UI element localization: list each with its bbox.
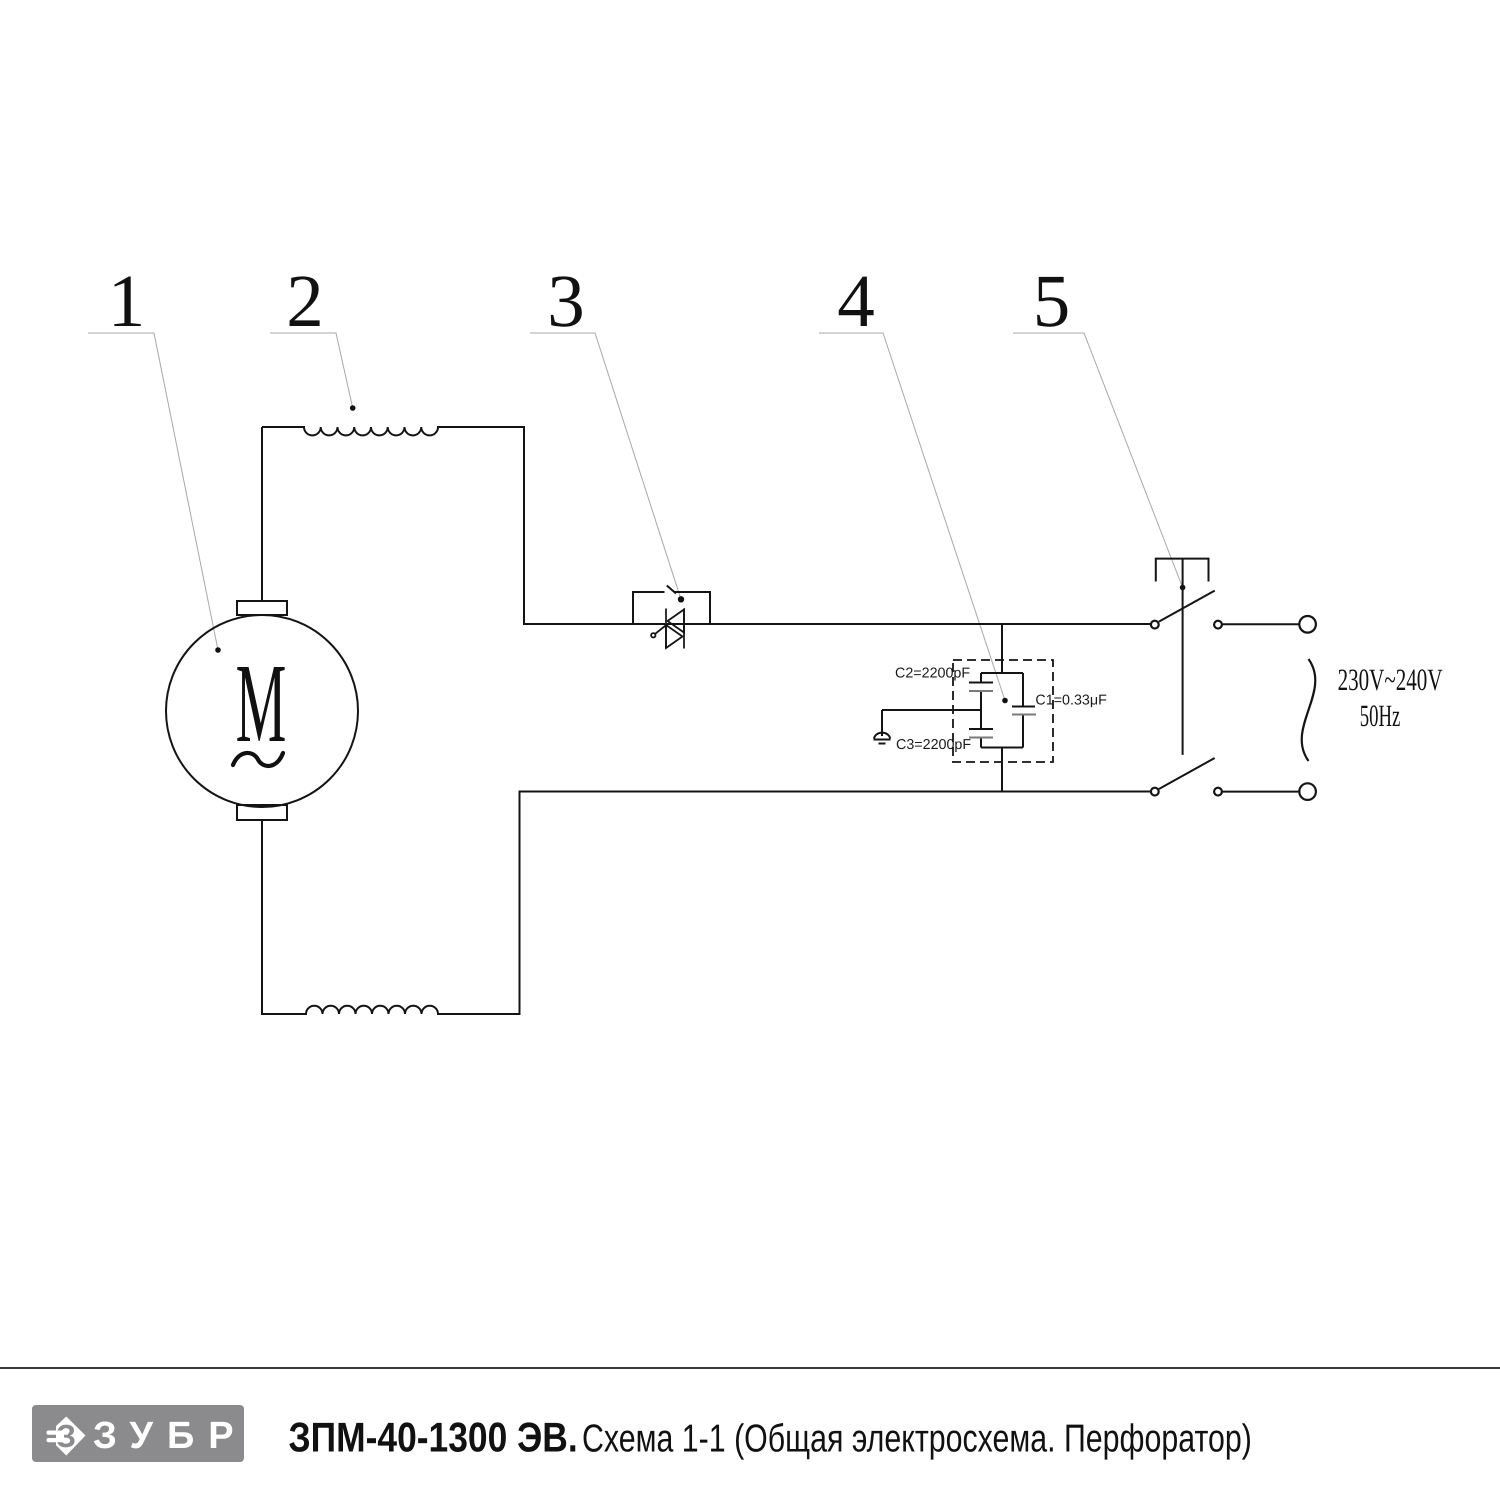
svg-text:50Hz: 50Hz	[1360, 698, 1401, 733]
svg-text:З: З	[56, 1418, 76, 1454]
svg-text:C3=2200pF: C3=2200pF	[896, 737, 971, 753]
svg-text:C1=0.33μF: C1=0.33μF	[1035, 692, 1107, 708]
svg-text:2: 2	[286, 260, 324, 343]
svg-text:230V~240V: 230V~240V	[1338, 662, 1443, 697]
svg-text:1: 1	[108, 260, 146, 343]
svg-text:3: 3	[547, 260, 585, 343]
svg-text:M: M	[236, 641, 287, 766]
svg-text:ЗУБР: ЗУБР	[93, 1415, 248, 1457]
svg-text:5: 5	[1033, 260, 1071, 343]
svg-text:Схема 1-1 (Общая электросхема.: Схема 1-1 (Общая электросхема. Перфорато…	[582, 1418, 1252, 1461]
svg-text:4: 4	[837, 260, 875, 343]
svg-text:ЗПМ-40-1300 ЭВ.: ЗПМ-40-1300 ЭВ.	[289, 1414, 578, 1461]
svg-text:C2=2200pF: C2=2200pF	[895, 666, 970, 682]
